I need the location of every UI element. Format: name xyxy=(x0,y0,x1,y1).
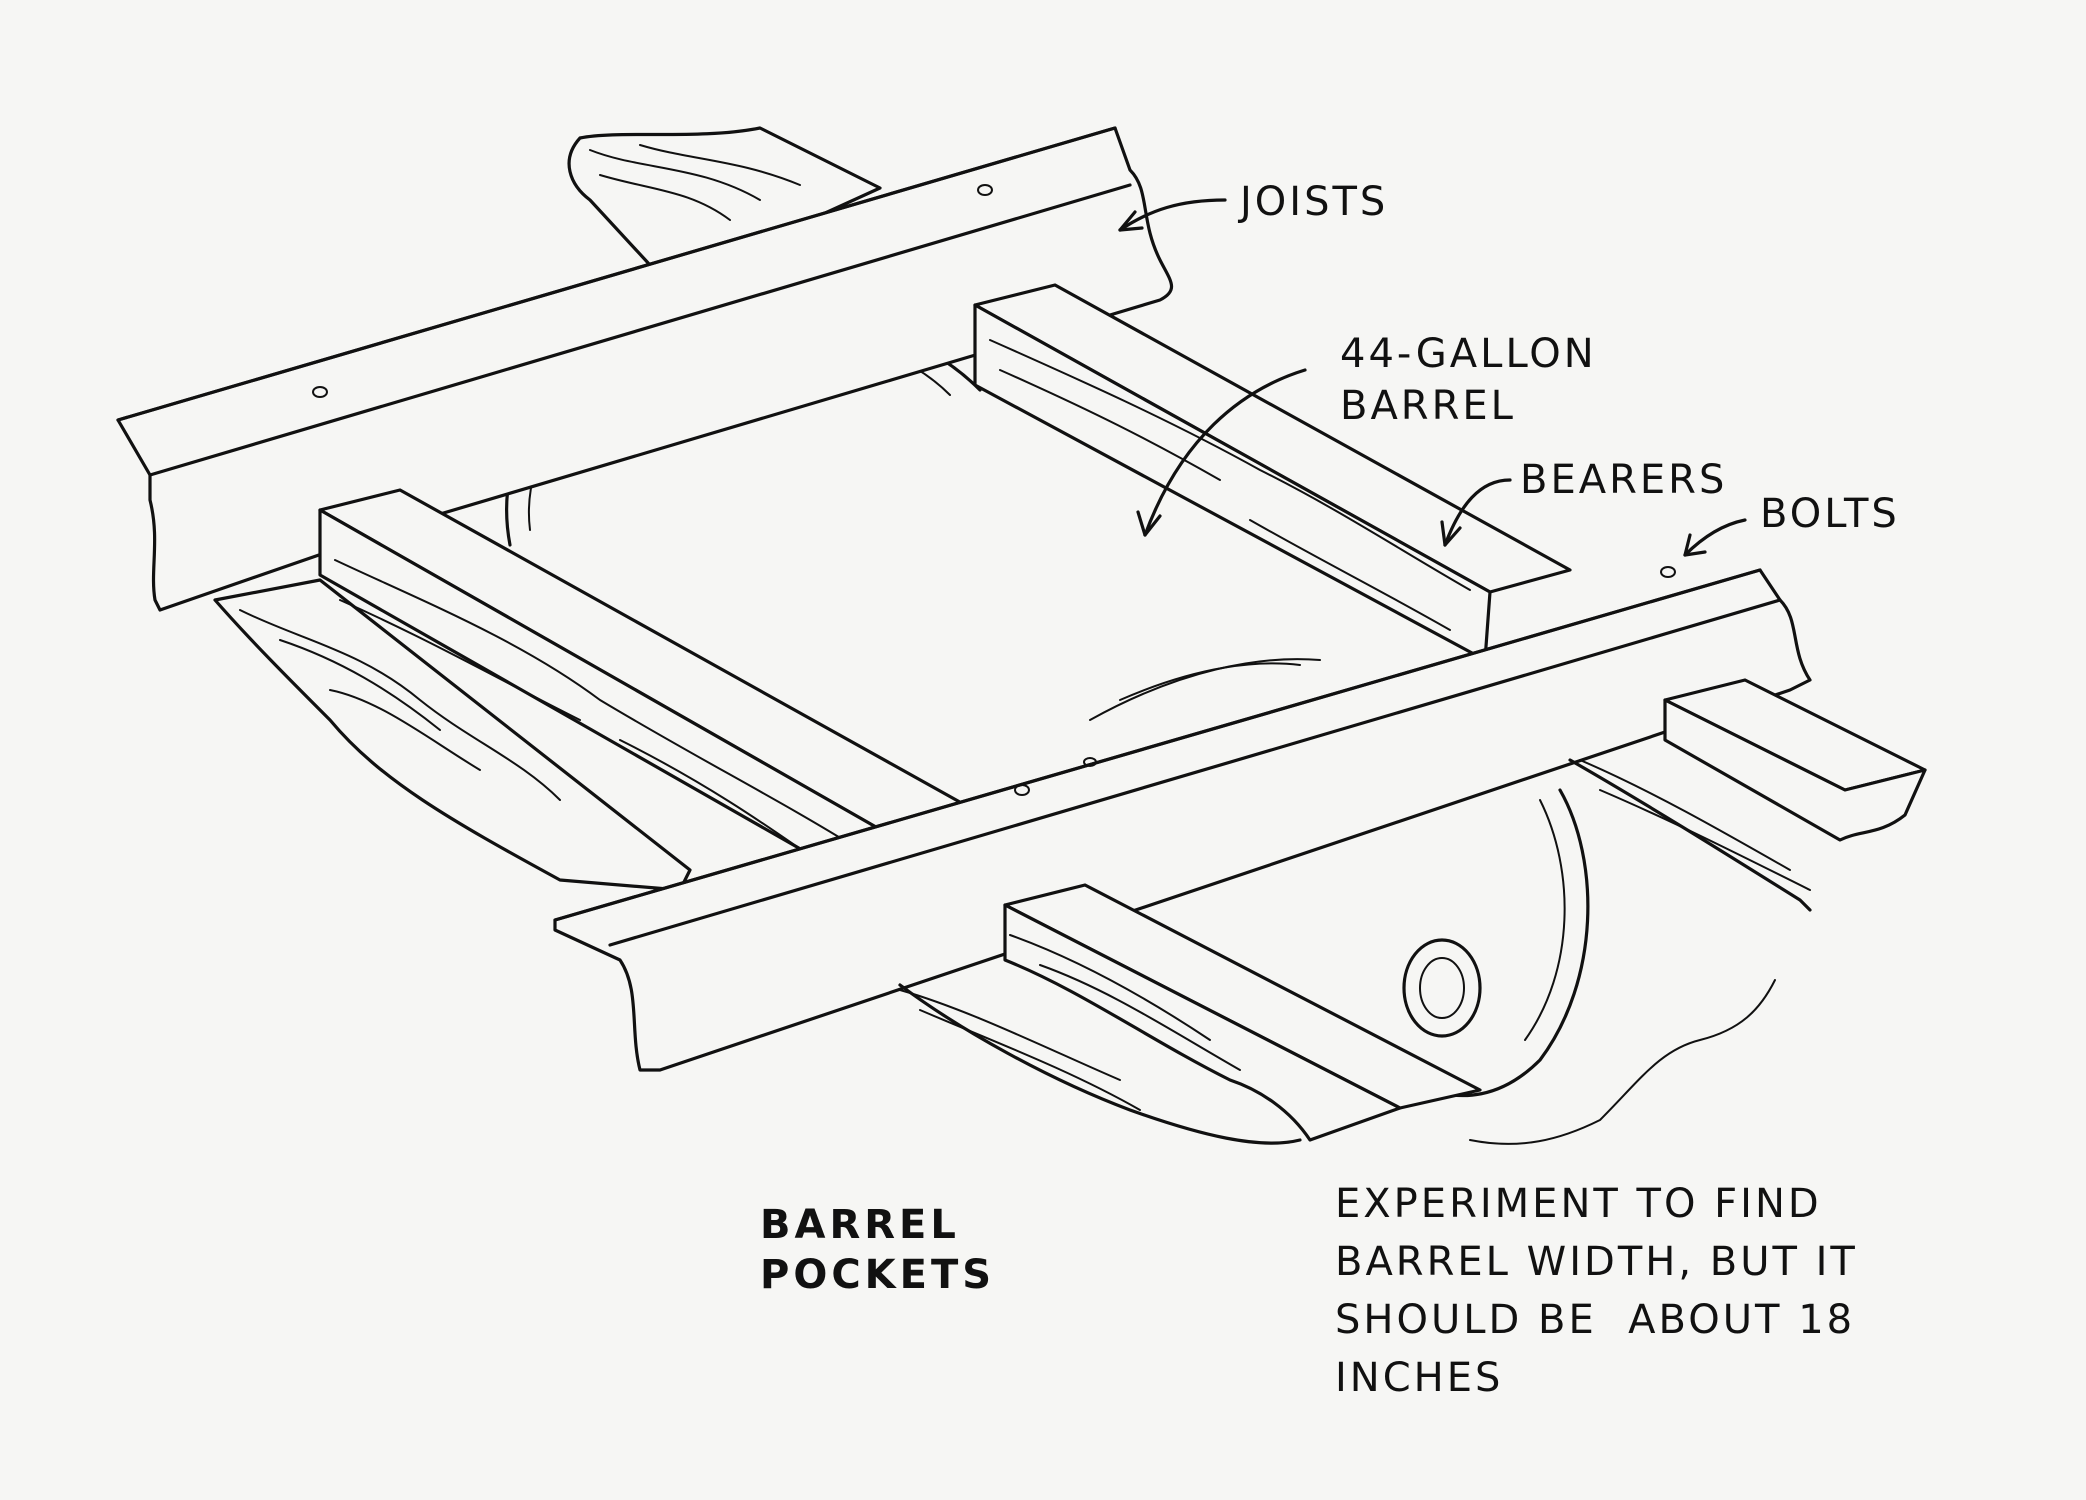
note-line-3: SHOULD BE ABOUT 18 xyxy=(1335,1297,1856,1343)
note-line-2: BARREL WIDTH, BUT IT xyxy=(1335,1239,1858,1285)
note-line-1: EXPERIMENT TO FIND xyxy=(1335,1181,1822,1227)
joist-top xyxy=(116,126,1174,612)
label-bearers: BEARERS xyxy=(1520,457,1728,503)
diagram-title-line-1: BARREL xyxy=(760,1202,960,1248)
leader-joists xyxy=(1118,198,1227,232)
ground-line xyxy=(1469,979,1776,1145)
back-timber xyxy=(567,126,882,272)
joist-front xyxy=(553,566,1812,1072)
label-joists: JOISTS xyxy=(1240,179,1389,225)
label-barrel-line-1: 44-GALLON xyxy=(1340,331,1597,377)
bearer-right-end xyxy=(1568,678,1927,912)
note-line-4: INCHES xyxy=(1335,1355,1504,1401)
lower-left-timber xyxy=(213,578,692,892)
leader-bolts xyxy=(1683,518,1747,557)
diagram-title-line-2: POCKETS xyxy=(760,1252,996,1298)
label-bolts: BOLTS xyxy=(1760,491,1900,537)
leader-bearers xyxy=(1440,478,1512,547)
leader-barrel xyxy=(1136,368,1307,537)
label-barrel-line-2: BARREL xyxy=(1340,383,1516,429)
lower-timber-front xyxy=(898,983,1302,1145)
bearer-front xyxy=(899,883,1482,1142)
barrel-bung xyxy=(1402,938,1482,1038)
